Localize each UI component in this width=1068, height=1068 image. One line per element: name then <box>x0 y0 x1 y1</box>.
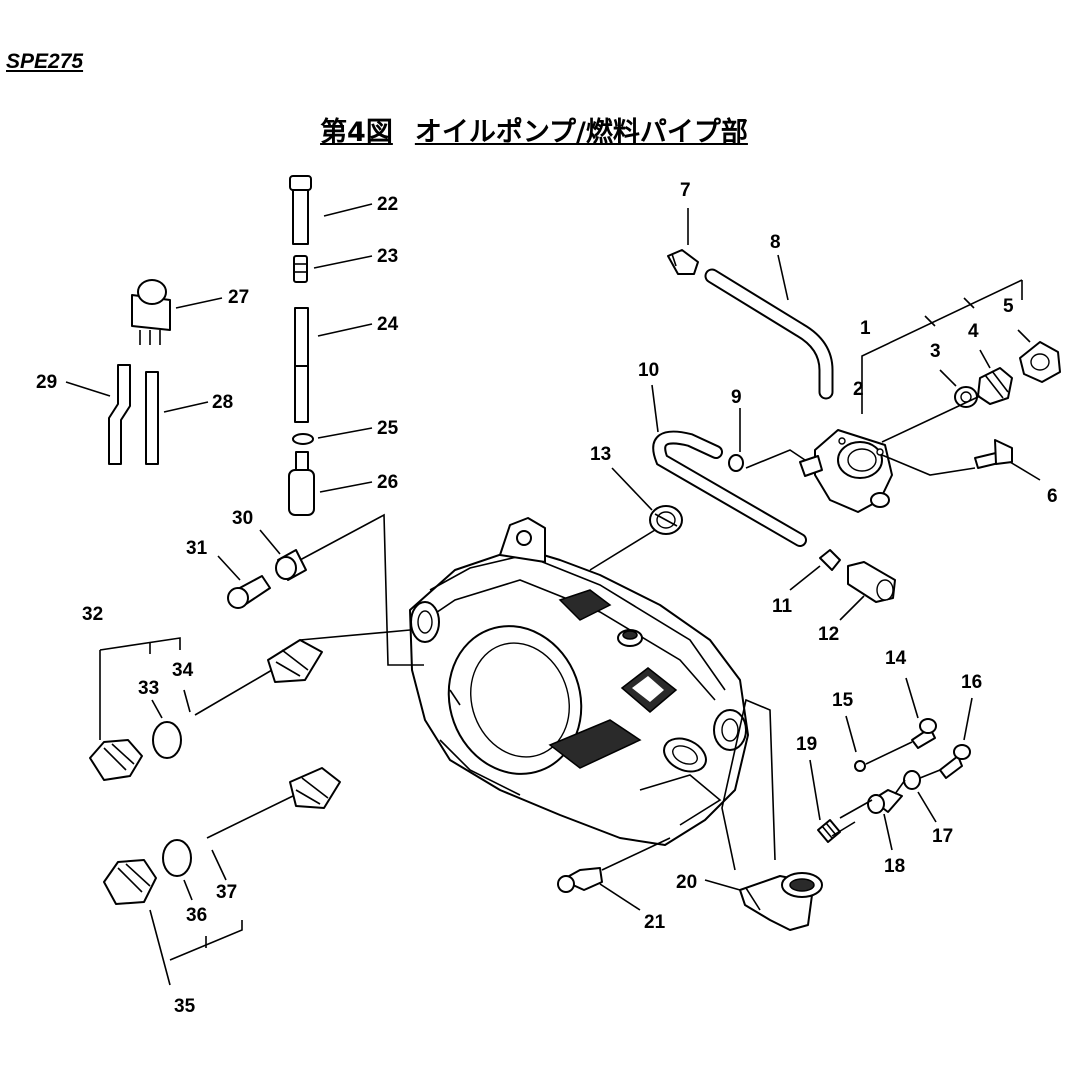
hose-fitting <box>667 249 699 275</box>
callout-labels: 1 2 3 4 5 6 7 8 9 10 11 12 13 14 15 16 1… <box>36 180 1058 1017</box>
callout-27: 27 <box>228 287 249 308</box>
callout-11: 11 <box>772 596 793 617</box>
pump-screw <box>974 439 1013 469</box>
oil-hose <box>704 268 834 400</box>
callout-26: 26 <box>377 472 398 493</box>
callout-18: 18 <box>884 856 905 877</box>
callout-24: 24 <box>377 314 399 335</box>
callout-19: 19 <box>796 734 817 755</box>
callout-25: 25 <box>377 418 399 439</box>
callout-37: 37 <box>216 882 237 903</box>
figure-title: オイルポンプ/燃料パイプ部 <box>414 117 748 148</box>
callout-5: 5 <box>1003 296 1014 317</box>
fuel-pipe-24 <box>294 307 309 423</box>
leader-lines <box>65 203 1041 986</box>
screw-16 <box>939 744 971 779</box>
callout-22: 22 <box>377 194 398 215</box>
screw-14 <box>911 718 937 749</box>
callout-8: 8 <box>770 232 781 253</box>
callout-14: 14 <box>885 648 907 669</box>
fuel-cap-35 <box>103 859 157 905</box>
primer-bulb-27 <box>131 279 171 345</box>
fitting-30 <box>275 549 307 581</box>
page-title: 第4図オイルポンプ/燃料パイプ部 <box>0 110 1068 149</box>
oil-cap-32 <box>89 739 143 781</box>
callout-23: 23 <box>377 246 398 267</box>
callout-10: 10 <box>638 360 659 381</box>
callout-30: 30 <box>232 508 253 529</box>
callout-9: 9 <box>731 387 742 408</box>
bolt-31 <box>227 575 271 609</box>
fuel-pipe-29 <box>108 364 131 465</box>
oil-pump-washer <box>954 386 978 408</box>
fuel-pipe-28 <box>145 371 159 465</box>
callout-33: 33 <box>138 678 159 699</box>
callout-4: 4 <box>968 321 979 342</box>
grommet <box>649 505 683 535</box>
hose-clip <box>728 454 744 472</box>
oil-pump <box>799 429 893 513</box>
washer-15 <box>854 760 866 772</box>
fuel-strainer-37 <box>206 767 341 839</box>
oil-pump-drive <box>1019 341 1061 383</box>
crankcase-housing <box>409 517 749 846</box>
washer-17 <box>903 770 921 790</box>
spring-19 <box>817 819 841 843</box>
callout-34: 34 <box>172 660 194 681</box>
callout-13: 13 <box>590 444 611 465</box>
callout-16: 16 <box>961 672 982 693</box>
figure-number: 第4図 <box>320 117 393 148</box>
oil-filter <box>847 561 896 603</box>
bolt-21 <box>557 867 603 893</box>
callout-17: 17 <box>932 826 953 847</box>
model-label: SPE275 <box>6 50 84 73</box>
o-ring-33 <box>152 721 182 759</box>
fuel-pipe-22 <box>289 175 312 245</box>
callout-1: 1 <box>860 318 871 339</box>
callout-20: 20 <box>676 872 697 893</box>
fuel-filter-26 <box>288 451 315 516</box>
callout-21: 21 <box>644 912 666 933</box>
callout-12: 12 <box>818 624 839 645</box>
filter-connector <box>819 549 841 571</box>
callout-7: 7 <box>680 180 691 201</box>
callout-28: 28 <box>212 392 233 413</box>
oil-pump-worm-gear <box>977 367 1013 405</box>
callout-36: 36 <box>186 905 207 926</box>
callout-35: 35 <box>174 996 196 1017</box>
o-ring-36 <box>162 839 192 877</box>
callout-6: 6 <box>1047 486 1058 507</box>
callout-15: 15 <box>832 690 854 711</box>
callout-2: 2 <box>853 379 864 400</box>
clip-25 <box>292 433 314 445</box>
strainer-34 <box>194 639 323 716</box>
connector-23 <box>293 255 308 283</box>
callout-32: 32 <box>82 604 103 625</box>
callout-3: 3 <box>930 341 941 362</box>
callout-31: 31 <box>186 538 208 559</box>
spacer-18 <box>867 789 903 814</box>
suction-pipe <box>652 430 807 547</box>
elbow-pipe-20 <box>739 872 823 931</box>
callout-29: 29 <box>36 372 57 393</box>
